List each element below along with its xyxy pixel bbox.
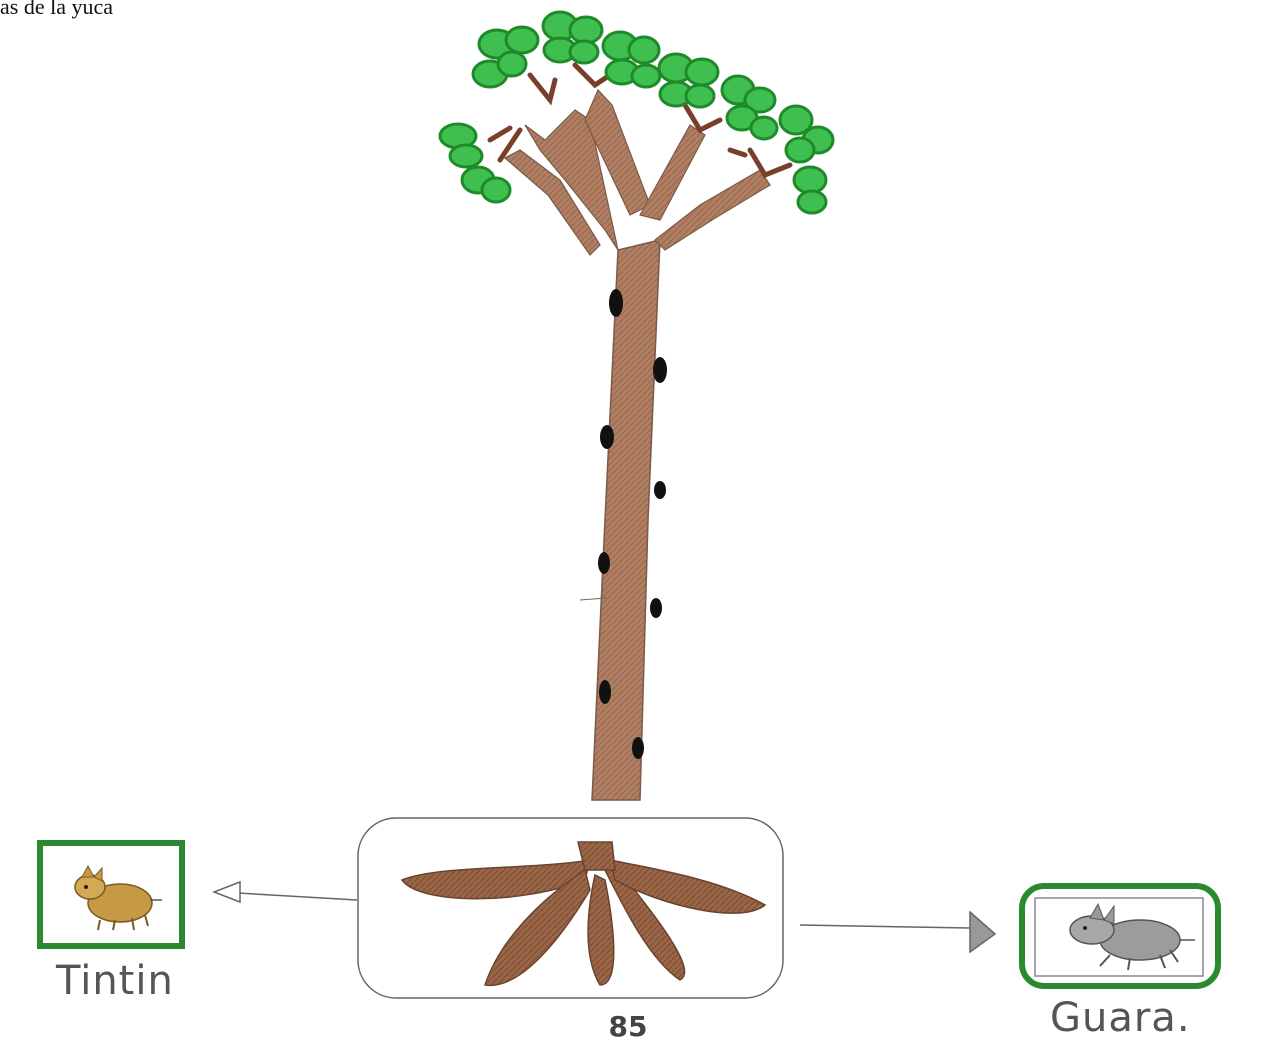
leaf-cluster xyxy=(659,54,718,107)
page-number: 85 xyxy=(598,1010,658,1043)
trunk-spot xyxy=(609,289,623,317)
trunk-spot xyxy=(598,552,610,574)
tree-trunk xyxy=(505,90,770,800)
root-box xyxy=(358,818,783,998)
right-animal-label: Guara. xyxy=(1050,995,1191,1041)
arrow-left-icon xyxy=(214,882,357,902)
trunk-spot xyxy=(653,357,667,383)
trunk-spot xyxy=(599,680,611,704)
leaf-cluster xyxy=(603,32,660,87)
right-animal-frame xyxy=(1022,886,1218,986)
leaf-cluster xyxy=(780,106,833,162)
leaf-cluster xyxy=(543,12,602,63)
trunk-spot xyxy=(632,737,644,759)
left-animal-label: Tintin xyxy=(56,958,174,1004)
trunk-spot xyxy=(654,481,666,499)
trunk-spot xyxy=(600,425,614,449)
arrow-right-icon xyxy=(800,912,995,952)
trunk-spot xyxy=(650,598,662,618)
leaf-cluster xyxy=(794,167,826,213)
leaf-cluster xyxy=(722,76,777,139)
left-animal-frame xyxy=(40,843,182,946)
leaf-cluster xyxy=(473,27,538,87)
